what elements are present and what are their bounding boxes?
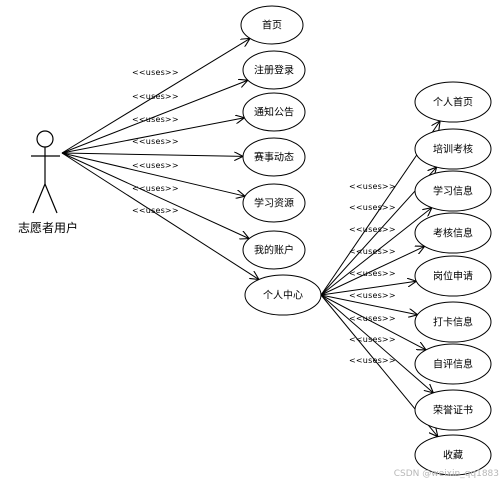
use-case-learn: 学习资源 xyxy=(242,183,306,223)
sub-use-case-cert: 荣誉证书 xyxy=(414,389,492,431)
sub-use-case-exam-ellipse xyxy=(414,212,492,254)
uses-label-cert: <<uses>> xyxy=(349,335,396,344)
sub-use-case-study-label: 学习信息 xyxy=(433,185,473,198)
sub-use-case-profile-label: 个人首页 xyxy=(433,96,473,109)
uses-label-study: <<uses>> xyxy=(349,225,396,234)
watermark: CSDN @weixin_qq1883 xyxy=(393,469,499,479)
sub-use-case-cert-ellipse xyxy=(414,389,492,431)
sub-use-case-study-ellipse xyxy=(414,170,492,212)
use-case-news: 赛事动态 xyxy=(242,137,306,177)
actor-head xyxy=(36,130,54,148)
sub-use-case-review: 自评信息 xyxy=(414,343,492,385)
use-case-register-label: 注册登录 xyxy=(254,64,294,77)
uses-arrow-home xyxy=(61,38,250,154)
use-case-account: 我的账户 xyxy=(242,230,306,270)
use-case-news-label: 赛事动态 xyxy=(254,151,294,164)
sub-use-case-cert-label: 荣誉证书 xyxy=(433,404,473,417)
sub-use-case-exam-label: 考核信息 xyxy=(433,227,473,240)
actor-left-leg xyxy=(32,183,46,214)
use-case-register-ellipse xyxy=(242,50,306,90)
sub-use-case-review-label: 自评信息 xyxy=(433,358,473,371)
uses-label-fav: <<uses>> xyxy=(349,356,396,365)
sub-use-case-post-label: 岗位申请 xyxy=(433,270,473,283)
use-case-account-ellipse xyxy=(242,230,306,270)
uses-arrow-exam xyxy=(320,246,425,296)
uses-arrow-study xyxy=(320,208,432,296)
uses-label-home: <<uses>> xyxy=(132,68,179,77)
sub-use-case-training-label: 培训考核 xyxy=(433,143,473,156)
use-case-home: 首页 xyxy=(240,5,304,45)
uses-label-review: <<uses>> xyxy=(349,314,396,323)
sub-use-case-review-ellipse xyxy=(414,343,492,385)
sub-use-case-profile-ellipse xyxy=(414,81,492,123)
uses-label-learn: <<uses>> xyxy=(132,161,179,170)
uses-arrow-cert xyxy=(320,294,433,393)
uses-label-register: <<uses>> xyxy=(132,92,179,101)
sub-use-case-post-ellipse xyxy=(414,255,492,297)
sub-use-case-post: 岗位申请 xyxy=(414,255,492,297)
use-case-notice: 通知公告 xyxy=(242,92,306,132)
use-case-account-label: 我的账户 xyxy=(254,244,294,257)
use-case-home-ellipse xyxy=(240,5,304,45)
uses-label-exam: <<uses>> xyxy=(349,247,396,256)
use-case-home-label: 首页 xyxy=(262,19,282,32)
sub-use-case-checkin-ellipse xyxy=(414,301,492,343)
uses-arrow-post xyxy=(320,281,416,296)
uses-arrow-account xyxy=(61,152,249,239)
use-case-notice-ellipse xyxy=(242,92,306,132)
use-case-center: 个人中心 xyxy=(244,274,322,316)
uses-label-checkin: <<uses>> xyxy=(349,291,396,300)
sub-use-case-training: 培训考核 xyxy=(414,128,492,170)
sub-use-case-exam: 考核信息 xyxy=(414,212,492,254)
actor-right-leg xyxy=(44,183,58,214)
actor-figure xyxy=(31,130,60,214)
actor-name: 志愿者用户 xyxy=(18,220,78,235)
use-case-center-label: 个人中心 xyxy=(263,289,303,302)
sub-use-case-profile: 个人首页 xyxy=(414,81,492,123)
sub-use-case-training-ellipse xyxy=(414,128,492,170)
uses-arrow-center xyxy=(61,152,259,280)
uses-label-notice: <<uses>> xyxy=(132,115,179,124)
uses-arrow-review xyxy=(320,294,426,350)
use-case-news-ellipse xyxy=(242,137,306,177)
uses-arrow-news xyxy=(61,153,243,156)
sub-use-case-fav: 收藏 xyxy=(414,434,492,476)
sub-use-case-study: 学习信息 xyxy=(414,170,492,212)
uses-arrow-checkin xyxy=(320,294,418,315)
use-case-center-ellipse xyxy=(244,274,322,316)
uses-arrow-notice xyxy=(61,118,244,154)
uses-label-post: <<uses>> xyxy=(349,269,396,278)
uses-label-center: <<uses>> xyxy=(132,206,179,215)
uses-label-profile: <<uses>> xyxy=(349,182,396,191)
sub-use-case-checkin-label: 打卡信息 xyxy=(433,316,473,329)
sub-use-case-fav-label: 收藏 xyxy=(443,449,463,462)
uses-label-training: <<uses>> xyxy=(349,203,396,212)
uses-arrow-learn xyxy=(61,152,245,196)
sub-use-case-fav-ellipse xyxy=(414,434,492,476)
uses-arrow-register xyxy=(61,80,248,154)
use-case-learn-label: 学习资源 xyxy=(254,197,294,210)
uses-label-account: <<uses>> xyxy=(132,184,179,193)
use-case-register: 注册登录 xyxy=(242,50,306,90)
sub-use-case-checkin: 打卡信息 xyxy=(414,301,492,343)
use-case-learn-ellipse xyxy=(242,183,306,223)
use-case-notice-label: 通知公告 xyxy=(254,106,294,119)
uses-label-news: <<uses>> xyxy=(132,137,179,146)
